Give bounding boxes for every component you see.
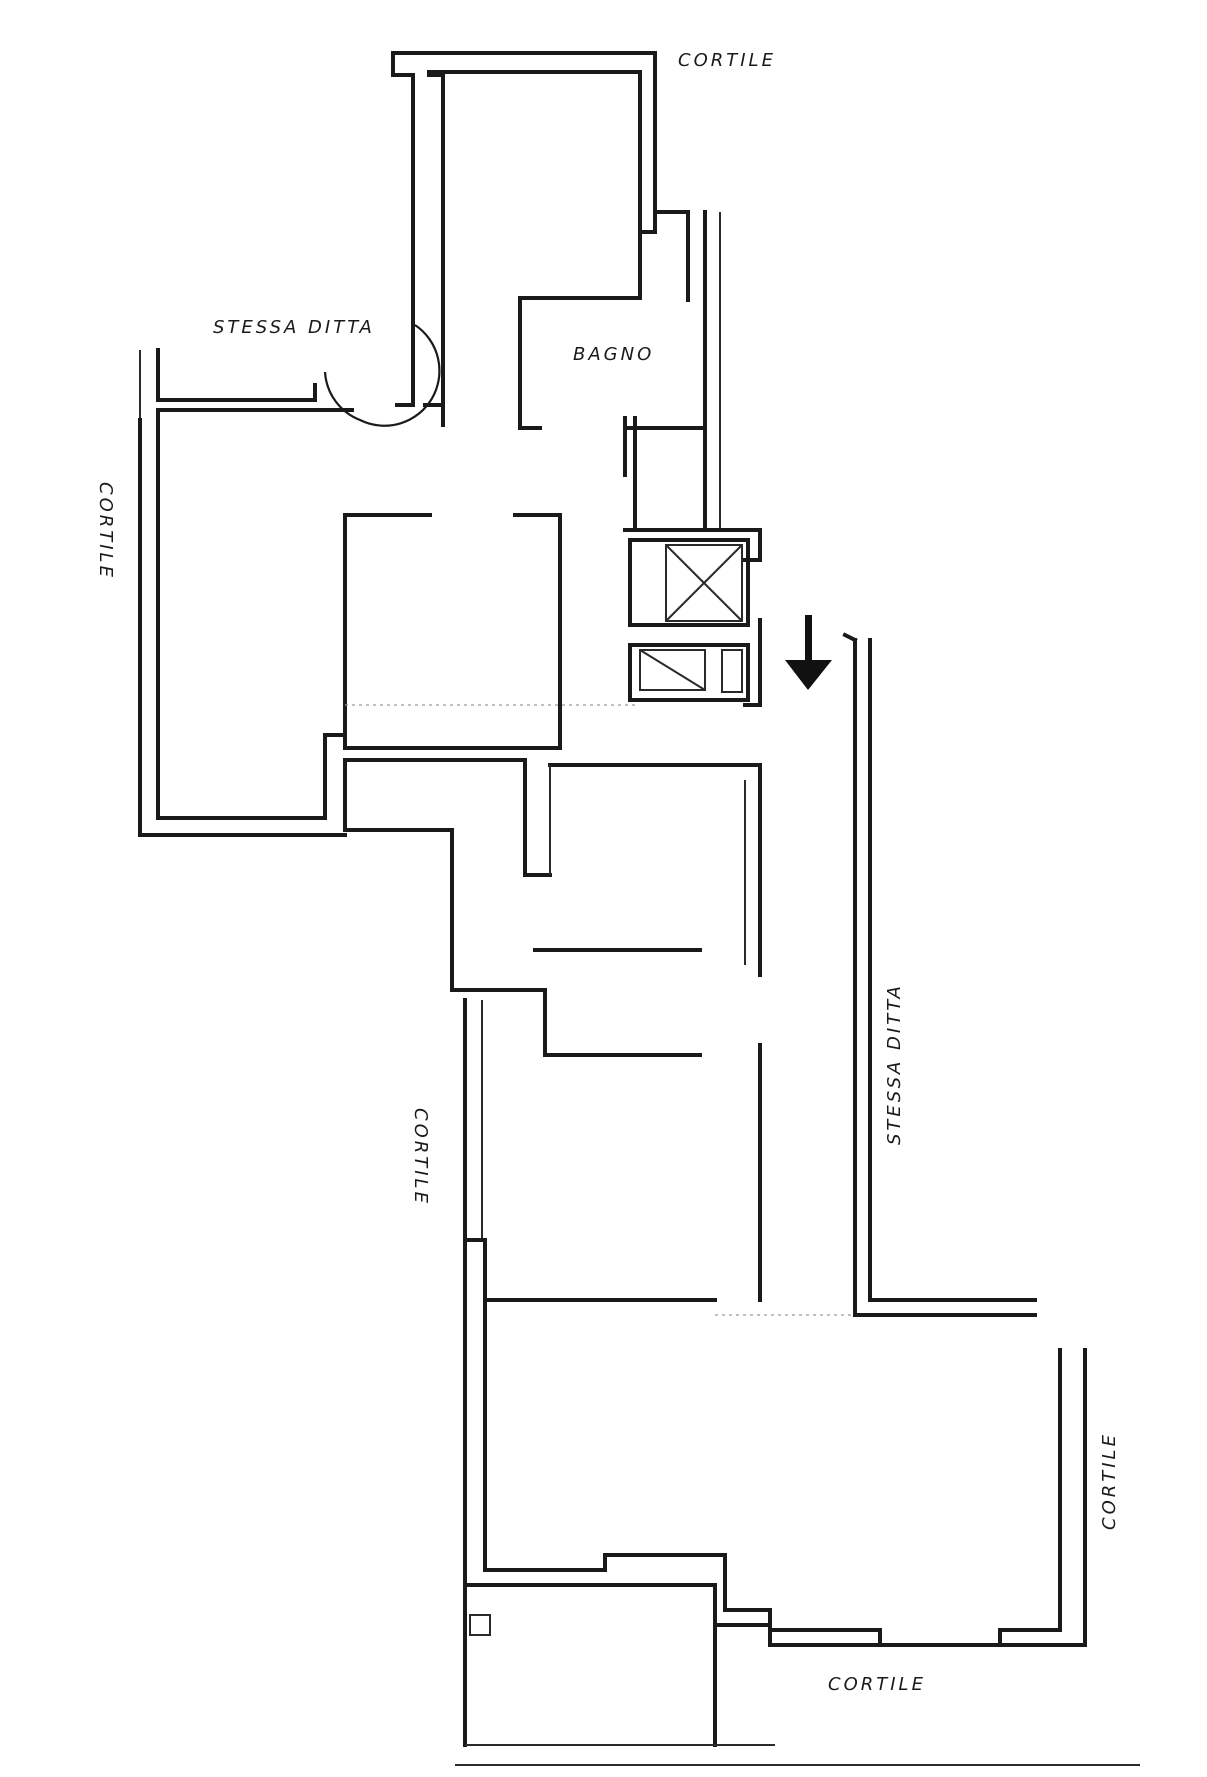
right-neighbour-walls bbox=[842, 632, 1037, 1317]
label-cortile-right: CORTILE bbox=[1099, 1432, 1120, 1530]
middle-bedroom-walls bbox=[463, 948, 855, 1316]
label-stessa-ditta-right: STESSA DITTA bbox=[884, 983, 905, 1145]
label-cortile-left: CORTILE bbox=[95, 482, 116, 580]
central-room-walls bbox=[343, 513, 635, 750]
down-arrow-icon bbox=[785, 615, 832, 690]
label-bagno: BAGNO bbox=[573, 344, 654, 365]
label-cortile-mid: CORTILE bbox=[410, 1108, 431, 1206]
label-stessa-ditta-top: STESSA DITTA bbox=[213, 317, 375, 338]
corridor-walls bbox=[343, 758, 762, 992]
door-arc bbox=[323, 324, 441, 427]
label-cortile-top: CORTILE bbox=[678, 50, 776, 71]
upper-room-walls bbox=[391, 51, 657, 427]
bathroom-walls bbox=[518, 210, 721, 532]
label-cortile-bottom: CORTILE bbox=[828, 1674, 926, 1695]
lift-block bbox=[623, 528, 762, 707]
neighbour-top-left bbox=[139, 348, 317, 420]
bottom-room-walls bbox=[455, 1238, 1140, 1766]
left-room-walls bbox=[138, 408, 354, 837]
